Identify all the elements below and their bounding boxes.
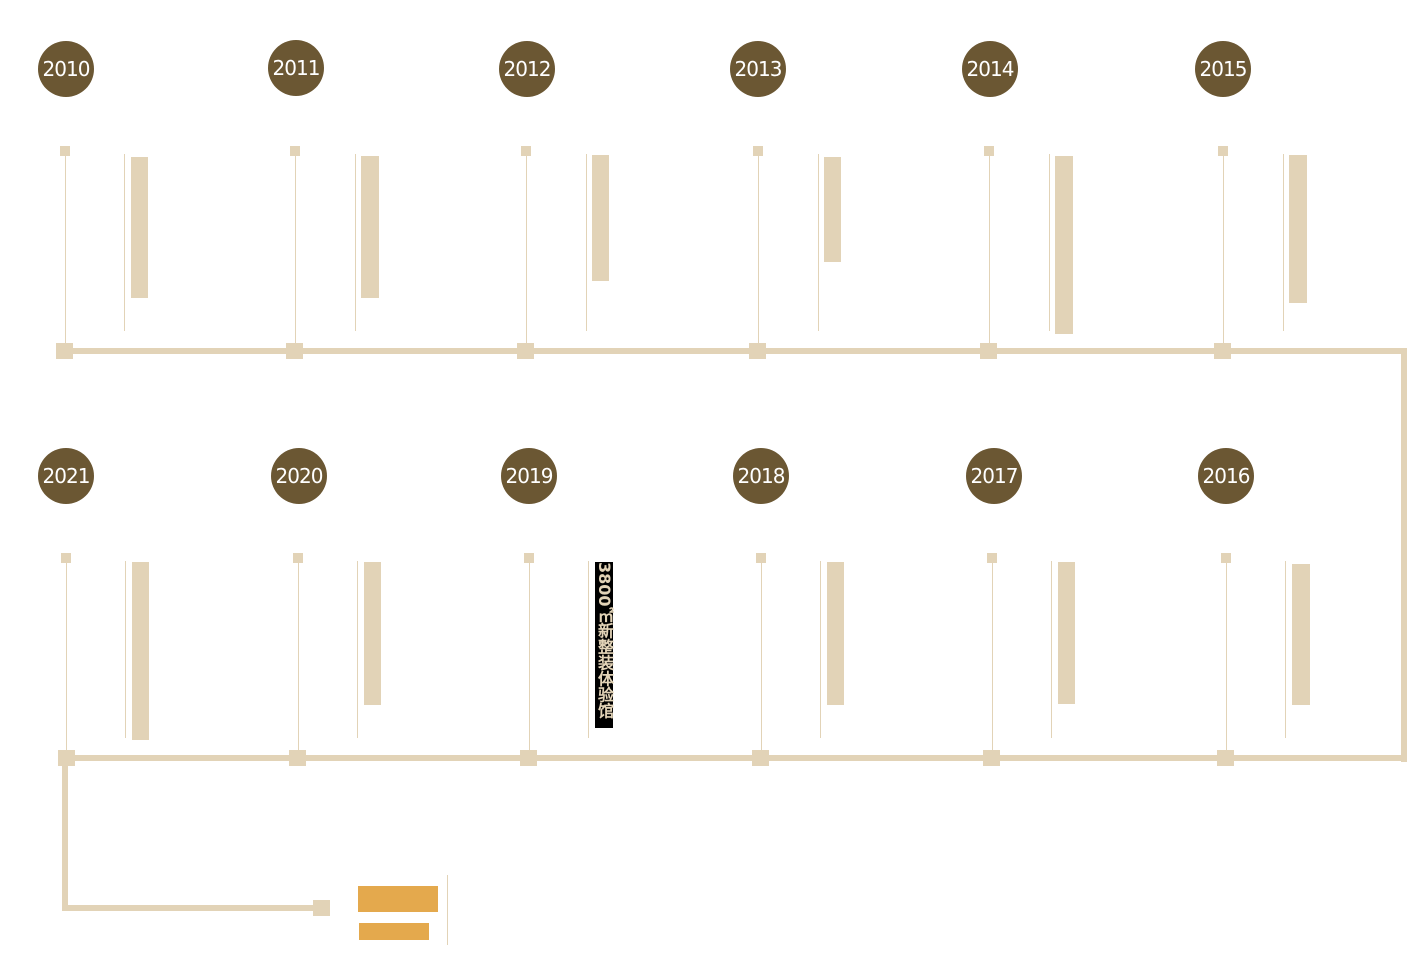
year-label: 2021 <box>42 464 91 488</box>
year-badge-2018[interactable]: 2018 <box>733 448 789 504</box>
timeline-right-connector <box>1401 348 1407 762</box>
node-junction <box>1214 343 1231 359</box>
content-bar <box>824 157 841 262</box>
node-junction <box>289 750 306 766</box>
year-badge-2012[interactable]: 2012 <box>499 41 555 97</box>
node-junction <box>1217 750 1234 766</box>
year-label: 2012 <box>503 57 552 81</box>
node-top <box>61 553 71 563</box>
node-stem <box>66 563 67 753</box>
divider <box>355 154 356 331</box>
node-stem <box>298 563 299 753</box>
final-divider <box>447 875 448 945</box>
node-stem <box>989 156 990 346</box>
year-label: 2017 <box>970 464 1019 488</box>
content-bar <box>364 562 381 705</box>
year-badge-2020[interactable]: 2020 <box>271 448 327 504</box>
node-stem <box>529 563 530 753</box>
node-top <box>60 146 70 156</box>
node-top <box>1218 146 1228 156</box>
content-bar <box>827 562 844 705</box>
year-label: 2016 <box>1202 464 1251 488</box>
node-top <box>290 146 300 156</box>
divider <box>820 561 821 738</box>
node-top <box>984 146 994 156</box>
node-junction <box>749 343 766 359</box>
content-bar <box>131 157 148 298</box>
node-junction <box>56 343 73 359</box>
year-label: 2015 <box>1199 57 1248 81</box>
node-junction <box>752 750 769 766</box>
node-top <box>293 553 303 563</box>
divider <box>586 154 587 331</box>
year-label: 2020 <box>275 464 324 488</box>
content-bar <box>361 156 379 298</box>
divider <box>818 154 819 331</box>
year-badge-2010[interactable]: 2010 <box>38 41 94 97</box>
year-label: 2011 <box>272 56 321 80</box>
node-top <box>521 146 531 156</box>
node-junction <box>980 343 997 359</box>
node-junction <box>983 750 1000 766</box>
divider <box>1051 561 1052 738</box>
node-top <box>987 553 997 563</box>
node-stem <box>295 156 296 346</box>
final-block-subtitle <box>359 923 429 940</box>
year-label: 2018 <box>737 464 786 488</box>
content-bar <box>132 562 149 740</box>
year-badge-2014[interactable]: 2014 <box>962 41 1018 97</box>
node-stem <box>526 156 527 346</box>
node-top <box>756 553 766 563</box>
highlight-text: 3800㎡新整装体验馆 <box>595 562 614 728</box>
node-stem <box>758 156 759 346</box>
node-junction <box>517 343 534 359</box>
divider <box>1285 561 1286 738</box>
node-top <box>753 146 763 156</box>
final-block-title <box>358 886 438 912</box>
content-bar <box>1055 156 1073 334</box>
content-bar <box>1289 155 1307 303</box>
divider <box>588 561 589 738</box>
node-stem <box>992 563 993 753</box>
divider <box>1283 154 1284 331</box>
content-bar <box>1292 564 1310 705</box>
content-bar <box>1058 562 1075 704</box>
year-label: 2010 <box>42 57 91 81</box>
timeline-row1-line <box>64 348 1406 354</box>
year-label: 2019 <box>505 464 554 488</box>
timeline-end-node <box>313 900 330 916</box>
divider <box>357 561 358 738</box>
divider <box>125 561 126 738</box>
year-badge-2017[interactable]: 2017 <box>966 448 1022 504</box>
year-badge-2019[interactable]: 2019 <box>501 448 557 504</box>
timeline-bottom-line <box>62 905 322 911</box>
year-label: 2014 <box>966 57 1015 81</box>
year-badge-2016[interactable]: 2016 <box>1198 448 1254 504</box>
node-stem <box>761 563 762 753</box>
year-badge-2015[interactable]: 2015 <box>1195 41 1251 97</box>
divider <box>124 154 125 331</box>
node-top <box>524 553 534 563</box>
year-badge-2021[interactable]: 2021 <box>38 448 94 504</box>
content-bar <box>592 155 609 281</box>
year-label: 2013 <box>734 57 783 81</box>
node-stem <box>1223 156 1224 346</box>
year-badge-2011[interactable]: 2011 <box>268 40 324 96</box>
timeline-row2-line <box>64 755 1407 761</box>
year-badge-2013[interactable]: 2013 <box>730 41 786 97</box>
node-junction <box>58 750 75 766</box>
node-stem <box>65 156 66 346</box>
node-junction <box>286 343 303 359</box>
node-stem <box>1226 563 1227 753</box>
node-junction <box>520 750 537 766</box>
timeline-left-connector <box>62 755 68 911</box>
divider <box>1049 154 1050 331</box>
node-top <box>1221 553 1231 563</box>
